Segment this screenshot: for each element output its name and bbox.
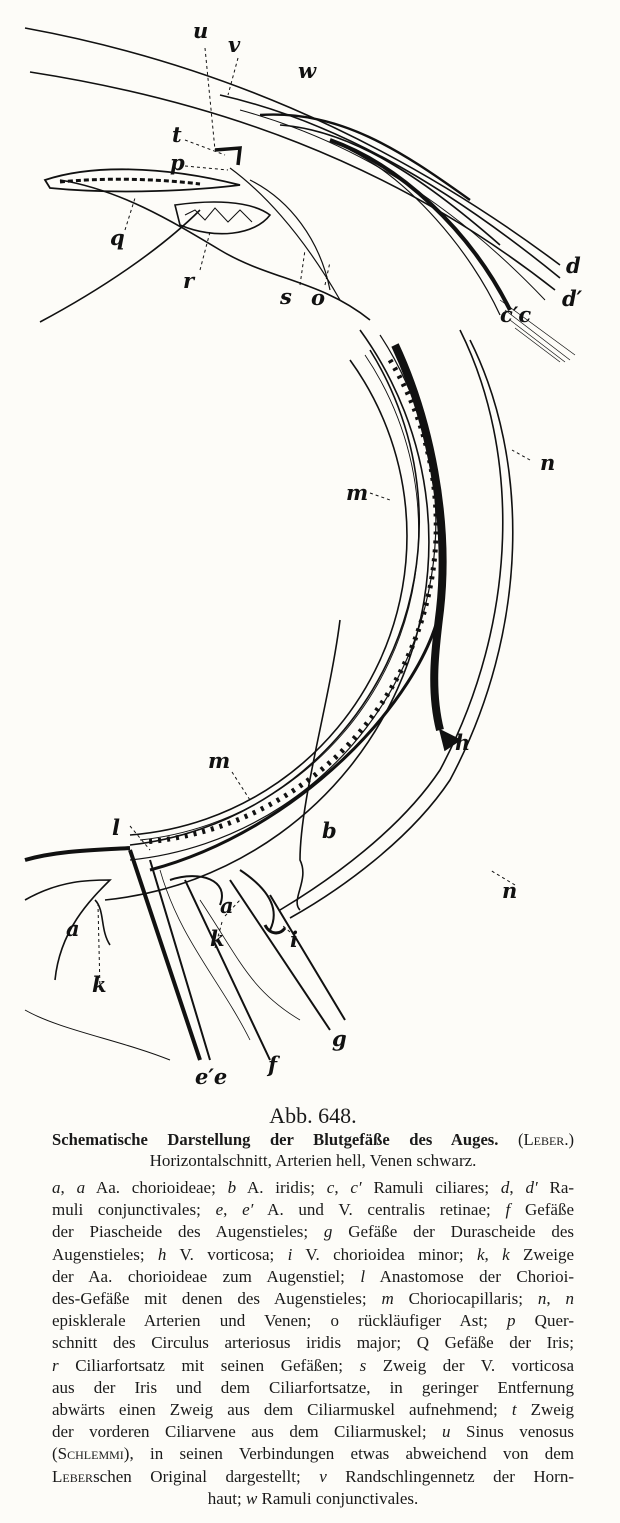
- cornea-outer: [24, 27, 561, 266]
- legend-key: b: [227, 1178, 237, 1197]
- legend-line: r Ciliarfortsatz mit seinen Gefäßen; s Z…: [52, 1355, 574, 1375]
- legend-key: m: [381, 1289, 394, 1309]
- legend-key: k: [476, 1244, 485, 1264]
- label-h: h: [455, 730, 470, 755]
- label-m-upper: m: [346, 480, 368, 505]
- label-i: i: [290, 927, 298, 952]
- legend-key: g: [323, 1222, 333, 1242]
- legend-key: r: [52, 1355, 59, 1375]
- legend-line: episklerale Arterien und Venen; o rücklä…: [52, 1311, 574, 1331]
- legend-line: Augenstieles; h V. vorticosa; i V. chori…: [52, 1244, 575, 1264]
- label-f: f: [266, 1052, 281, 1077]
- legend-key: d: [500, 1178, 510, 1197]
- legend-key: a: [76, 1178, 86, 1197]
- legend-key: a: [52, 1178, 61, 1197]
- label-d: d: [566, 253, 581, 278]
- legend-line: der Piascheide des Augenstieles; g Gefäß…: [52, 1222, 575, 1242]
- legend-key: c: [326, 1178, 335, 1197]
- legend-line: haut; w Ramuli conjunctivales.: [207, 1488, 419, 1508]
- figure-labels: u v w t p q r s o d d′ c′c n m h m b n l…: [66, 18, 583, 1089]
- label-l: l: [112, 815, 120, 840]
- label-n-upper: n: [540, 450, 555, 475]
- legend-key: k: [502, 1244, 510, 1264]
- label-r: r: [183, 268, 196, 293]
- legend-line: a, a Aa. chorioideae; b A. iridis; c, c′…: [52, 1178, 575, 1197]
- optic-nerve: [149, 859, 346, 1061]
- legend-line: aus der Iris und dem Ciliarfortsatze, in…: [52, 1377, 574, 1397]
- label-c-prime-c: c′c: [500, 302, 531, 327]
- label-d-prime: d′: [562, 286, 583, 311]
- cornea-inner: [29, 71, 556, 291]
- legend-line: der vorderen Ciliarvene aus dem Ciliarmu…: [52, 1422, 574, 1442]
- legend-line: schnitt des Circulus arteriosus iridis m…: [52, 1333, 574, 1353]
- sclera-outer: [104, 329, 430, 901]
- label-o: o: [311, 285, 325, 310]
- legend-line: der Aa. chorioideae zum Augenstiel; l An…: [52, 1266, 574, 1286]
- caption-legend: a, a Aa. chorioideae; b A. iridis; c, c′…: [52, 1177, 574, 1510]
- caption-author: (Leber.): [517, 1130, 574, 1149]
- legend-key: t: [511, 1400, 517, 1420]
- choriocapillaris: [144, 358, 439, 845]
- episcleral-vessels: [279, 329, 504, 911]
- legend-key: l: [360, 1266, 366, 1286]
- ciliary-process: [174, 201, 272, 235]
- caption-subtitle: Horizontalschnitt, Arterien hell, Venen …: [149, 1151, 477, 1170]
- legend-name: Schlemmi: [57, 1444, 124, 1464]
- legend-key: f: [505, 1200, 511, 1220]
- legend-line: (Schlemmi), in seinen Verbindungen etwas…: [52, 1444, 574, 1464]
- label-b: b: [322, 818, 337, 843]
- label-g: g: [332, 1026, 347, 1051]
- legend-key: s: [359, 1355, 367, 1375]
- label-e-prime-e: e′e: [195, 1064, 227, 1089]
- eye-blood-vessel-diagram: u v w t p q r s o d d′ c′c n m h m b n l…: [24, 18, 583, 1089]
- label-a-right: a: [220, 893, 234, 918]
- legend-line: des-Gefäße mit denen des Augenstieles; m…: [52, 1289, 575, 1309]
- figure-number: Abb. 648.: [269, 1103, 357, 1128]
- legend-key: w: [245, 1488, 258, 1508]
- legend-key: d′: [525, 1178, 538, 1197]
- label-u: u: [193, 18, 208, 43]
- label-a-left: a: [66, 916, 80, 941]
- label-k-right: k: [210, 926, 225, 951]
- legend-key: n: [537, 1289, 547, 1309]
- legend-key: v: [319, 1466, 327, 1486]
- legend-line: abwärts einen Zweig aus dem Ciliarmuskel…: [52, 1400, 575, 1420]
- legend-key: e: [215, 1200, 224, 1220]
- figure-caption: Abb. 648. Schematische Darstellung der B…: [52, 1103, 574, 1510]
- diagram-drawing: [24, 27, 576, 1061]
- label-q: q: [110, 225, 125, 250]
- label-s: s: [279, 284, 292, 309]
- label-t: t: [172, 122, 182, 147]
- legend-key: h: [157, 1244, 167, 1264]
- caption-title-bold: Schematische Darstellung der Blutgefäße …: [52, 1130, 499, 1149]
- legend-line: muli conjunctivales; e, e′ A. und V. cen…: [52, 1200, 575, 1220]
- legend-name: Q: [416, 1333, 429, 1353]
- label-n-lower: n: [502, 878, 517, 903]
- legend-key: c′: [350, 1178, 362, 1197]
- legend-key: u: [442, 1422, 451, 1442]
- vena-vorticosa: [391, 343, 447, 731]
- label-v: v: [228, 32, 241, 57]
- legend-key: i: [287, 1244, 293, 1264]
- legend-name: Leber: [52, 1466, 94, 1486]
- retina-inner: [129, 359, 408, 836]
- label-p: p: [170, 150, 185, 175]
- legend-line: Leberschen Original dargestellt; v Rands…: [52, 1466, 574, 1486]
- legend-key: n: [565, 1289, 575, 1309]
- label-k-left: k: [92, 972, 107, 997]
- label-w: w: [298, 58, 317, 83]
- caption-title: Schematische Darstellung der Blutgefäße …: [52, 1129, 574, 1150]
- legend-key: p: [507, 1311, 516, 1331]
- label-m-lower: m: [208, 748, 230, 773]
- leader-lines: [97, 47, 531, 991]
- legend-key: e′: [242, 1200, 254, 1220]
